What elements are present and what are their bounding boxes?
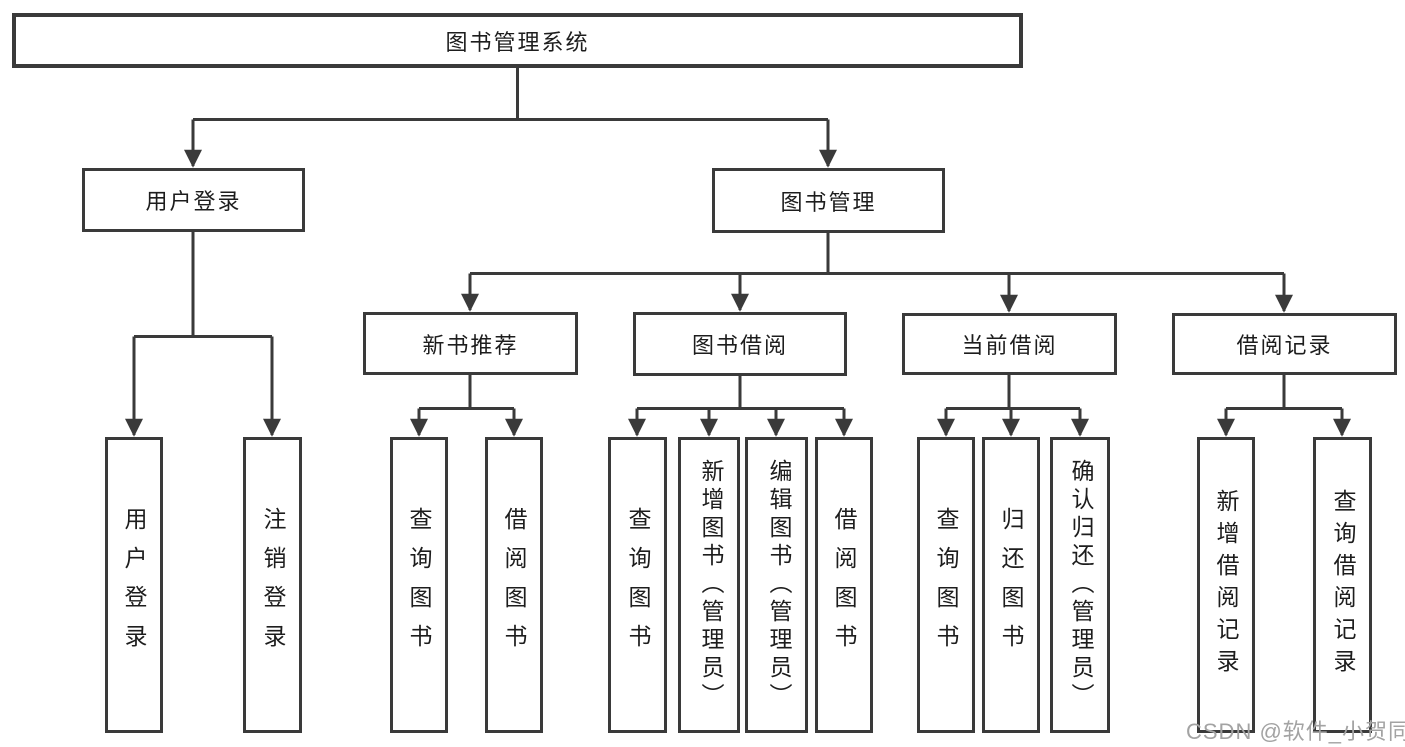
- leaf-query-books: 查询图书: [608, 437, 667, 733]
- leaf-add-books-admin: 新增图书（管理员）: [678, 437, 740, 733]
- node-book-management: 图书管理: [712, 168, 945, 233]
- node-borrow-records: 借阅记录: [1172, 313, 1397, 375]
- node-library-management-system: 图书管理系统: [12, 13, 1023, 68]
- csdn-watermark: CSDN @软件_小贺同学: [1186, 719, 1405, 744]
- leaf-borrow-books: 借阅图书: [815, 437, 873, 733]
- node-user-login: 用户登录: [82, 168, 305, 232]
- node-book-borrow: 图书借阅: [633, 312, 847, 376]
- leaf-query-borrow-record: 查询借阅记录: [1313, 437, 1372, 733]
- node-current-borrow: 当前借阅: [902, 313, 1117, 375]
- leaf-user-login: 用户登录: [105, 437, 163, 733]
- leaf-logout: 注销登录: [243, 437, 302, 733]
- node-new-book-recommend: 新书推荐: [363, 312, 578, 375]
- leaf-query-books: 查询图书: [390, 437, 448, 733]
- leaf-query-books: 查询图书: [917, 437, 975, 733]
- leaf-return-books: 归还图书: [982, 437, 1040, 733]
- leaf-confirm-return-admin: 确认归还（管理员）: [1050, 437, 1110, 733]
- leaf-borrow-books: 借阅图书: [485, 437, 543, 733]
- leaf-edit-books-admin: 编辑图书（管理员）: [745, 437, 808, 733]
- leaf-add-borrow-record: 新增借阅记录: [1197, 437, 1255, 733]
